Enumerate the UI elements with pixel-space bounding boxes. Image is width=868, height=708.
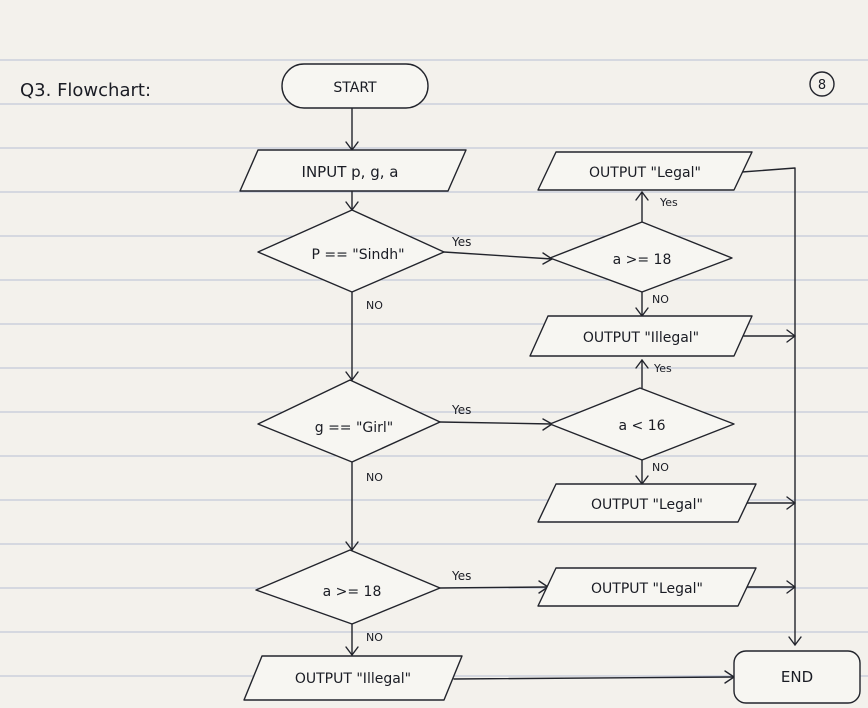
label-no-gender: NO — [366, 471, 383, 484]
cond-age18-label: a >= 18 — [613, 252, 672, 268]
input-label: INPUT p, g, a — [302, 163, 399, 181]
edge-cond1-yes — [443, 251, 553, 260]
cond-gender-label: g == "Girl" — [315, 420, 394, 436]
input-node: INPUT p, g, a — [239, 149, 467, 192]
label-yes-age16: Yes — [653, 362, 672, 375]
edge-cond3-yes — [439, 586, 549, 589]
svg-text:OUTPUT "Legal": OUTPUT "Legal" — [591, 581, 703, 597]
label-no-age16: NO — [652, 461, 669, 474]
cond-province-label: P == "Sindh" — [311, 247, 404, 263]
label-no-age18b: NO — [366, 631, 383, 644]
edge-out-illegal2-end — [453, 676, 735, 680]
end-node: END — [733, 650, 861, 704]
output-illegal-2: OUTPUT "Illegal" — [243, 655, 463, 701]
start-label: START — [333, 80, 377, 96]
decision-age-16: a < 16 — [549, 387, 735, 461]
decision-gender: g == "Girl" — [257, 379, 441, 463]
edge-cond2-yes — [439, 421, 553, 425]
start-node: START — [281, 63, 429, 109]
label-no-province: NO — [366, 299, 383, 312]
decision-age-18-right: a >= 18 — [549, 221, 733, 293]
label-yes-age18: Yes — [659, 196, 678, 209]
page-number-circle — [809, 71, 835, 97]
label-yes-age18b: Yes — [451, 569, 471, 583]
question-title: Q3. Flowchart: — [20, 80, 151, 101]
svg-text:OUTPUT "Illegal": OUTPUT "Illegal" — [295, 671, 411, 687]
output-legal-2: OUTPUT "Legal" — [537, 483, 757, 523]
cond-age18b-label: a >= 18 — [323, 584, 382, 600]
svg-text:OUTPUT "Legal": OUTPUT "Legal" — [591, 497, 703, 513]
decision-age-18-left: a >= 18 — [255, 549, 441, 625]
output-illegal-1: OUTPUT "Illegal" — [529, 315, 753, 357]
edge-collector-line — [741, 167, 796, 646]
edge-labels: Yes Yes Yes NO NO NO Yes NO Yes NO — [366, 196, 678, 644]
decision-province: P == "Sindh" — [257, 209, 445, 293]
label-yes-gender: Yes — [451, 403, 471, 417]
label-no-age18: NO — [652, 293, 669, 306]
end-label: END — [781, 668, 813, 686]
cond-age16-label: a < 16 — [618, 418, 665, 434]
label-yes-province: Yes — [451, 235, 471, 249]
output-legal-3: OUTPUT "Legal" — [537, 567, 757, 607]
output-legal-1: OUTPUT "Legal" — [537, 151, 753, 191]
connectors — [351, 107, 796, 680]
page-number: 8 — [818, 78, 826, 93]
svg-text:OUTPUT "Illegal": OUTPUT "Illegal" — [583, 330, 699, 346]
svg-text:OUTPUT "Legal": OUTPUT "Legal" — [589, 165, 701, 181]
